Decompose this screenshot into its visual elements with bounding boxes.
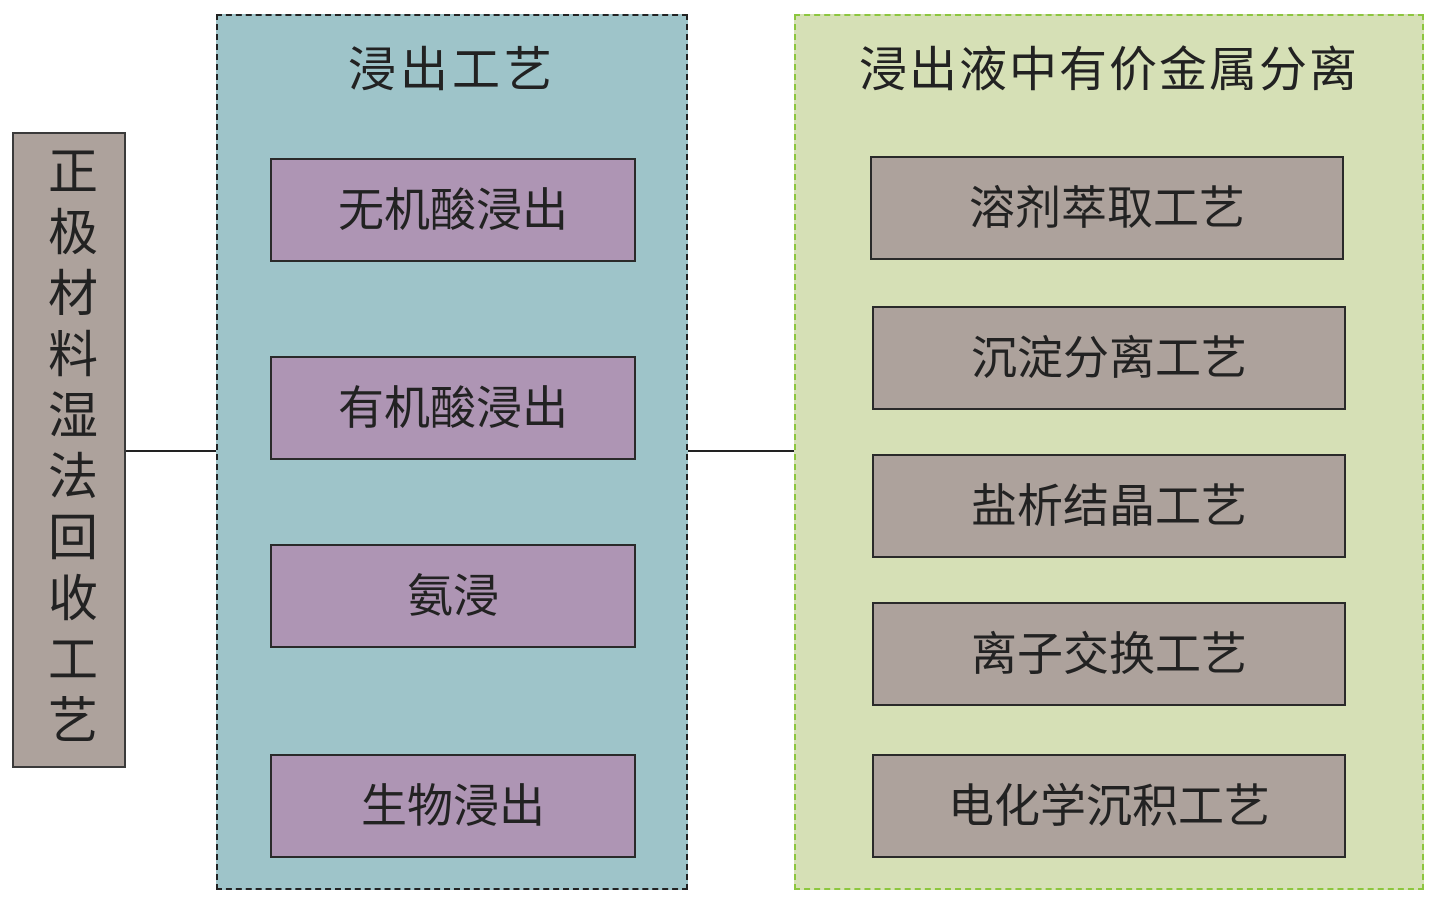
leaching-process-title: 浸出工艺 <box>347 42 556 98</box>
root-to-leaching-connector <box>126 450 216 452</box>
separation-process-group: 浸出液中有价金属分离 溶剂萃取工艺 沉淀分离工艺 盐析结晶工艺 离子交换工艺 电… <box>794 14 1424 890</box>
leaching-item-label: 氨浸 <box>407 569 499 623</box>
separation-process-title: 浸出液中有价金属分离 <box>858 42 1359 98</box>
leaching-item-label: 生物浸出 <box>361 779 545 833</box>
leaching-item-label: 无机酸浸出 <box>338 183 568 237</box>
separation-item-label: 电化学沉积工艺 <box>948 779 1270 833</box>
leaching-item-bio: 生物浸出 <box>270 754 636 858</box>
separation-item-label: 沉淀分离工艺 <box>971 331 1247 385</box>
separation-item-salting-crystallization: 盐析结晶工艺 <box>872 454 1346 558</box>
separation-item-label: 溶剂萃取工艺 <box>969 181 1245 235</box>
separation-item-electrodeposition: 电化学沉积工艺 <box>872 754 1346 858</box>
leaching-item-label: 有机酸浸出 <box>338 381 568 435</box>
separation-item-label: 离子交换工艺 <box>971 627 1247 681</box>
leaching-item-ammonia: 氨浸 <box>270 544 636 648</box>
leaching-to-separation-connector <box>688 450 794 452</box>
separation-item-label: 盐析结晶工艺 <box>971 479 1247 533</box>
separation-item-solvent-extraction: 溶剂萃取工艺 <box>870 156 1344 260</box>
root-process-label: 正极材料湿法回收工艺 <box>40 145 98 755</box>
leaching-item-organic-acid: 有机酸浸出 <box>270 356 636 460</box>
separation-item-ion-exchange: 离子交换工艺 <box>872 602 1346 706</box>
leaching-item-inorganic-acid: 无机酸浸出 <box>270 158 636 262</box>
root-process-box: 正极材料湿法回收工艺 <box>12 132 126 768</box>
separation-item-precipitation: 沉淀分离工艺 <box>872 306 1346 410</box>
leaching-process-group: 浸出工艺 无机酸浸出 有机酸浸出 氨浸 生物浸出 <box>216 14 688 890</box>
